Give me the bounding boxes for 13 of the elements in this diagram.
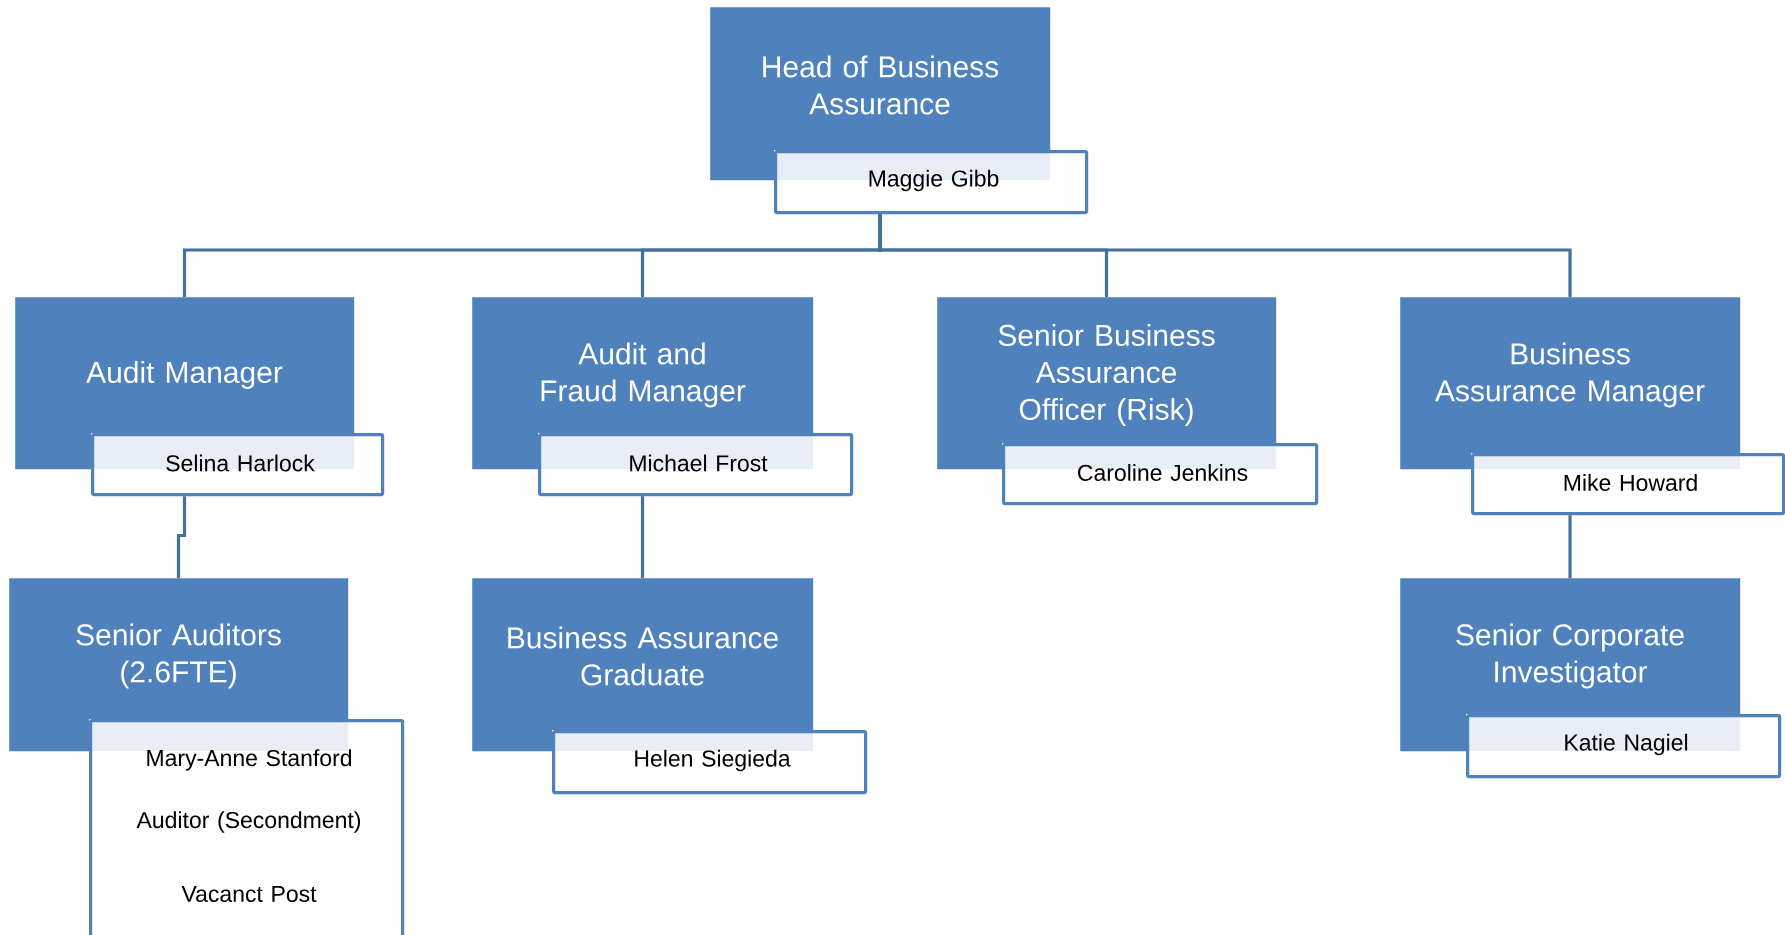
name-box: Mary-Anne Stanford Auditor (Secondment) Vacanct Post	[89, 719, 405, 935]
name-box: Maggie Gibb	[774, 150, 1089, 215]
name-box: Caroline Jenkins	[1002, 443, 1319, 506]
name-box: Selina Harlock	[91, 433, 385, 497]
connector-line	[878, 214, 1572, 297]
name-box: Mike Howard	[1471, 453, 1785, 516]
connector-line	[640, 496, 645, 578]
role-box: Business Assurance Manager	[1400, 297, 1741, 470]
name-box: Michael Frost	[538, 433, 854, 497]
connector-line	[176, 496, 187, 578]
connector-line	[1568, 515, 1572, 578]
name-box: Helen Siegieda	[552, 730, 868, 795]
name-box: Katie Nagiel	[1466, 714, 1782, 779]
